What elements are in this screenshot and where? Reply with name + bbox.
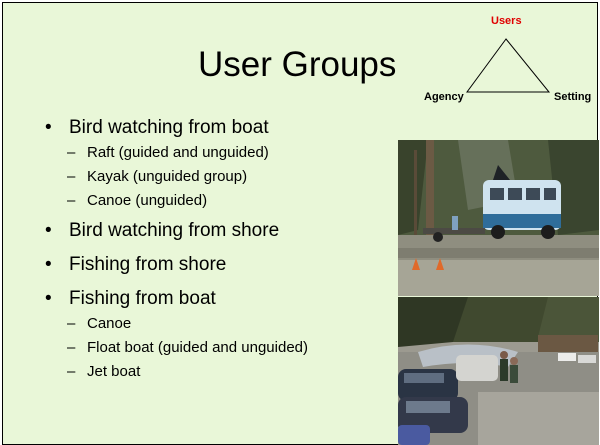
sub-bullet-glyph: – (67, 192, 76, 209)
bullet-text: Bird watching from boat (69, 117, 269, 138)
bus-icon (398, 140, 599, 296)
sub-bullet-item: – Kayak (unguided group) (67, 168, 248, 185)
sub-bullet-item: – Canoe (unguided) (67, 192, 208, 209)
triangle-label-setting: Setting (554, 91, 592, 103)
triangle-diagram (466, 38, 551, 93)
sub-bullet-glyph: – (67, 168, 76, 185)
bullet-item: • Bird watching from boat (45, 117, 269, 139)
bullet-glyph: • (45, 220, 52, 241)
sub-bullet-glyph: – (67, 363, 76, 380)
sub-bullet-text: Canoe (87, 315, 132, 332)
bullet-glyph: • (45, 288, 52, 309)
sub-bullet-glyph: – (67, 315, 76, 332)
bullet-item: • Fishing from boat (45, 288, 216, 310)
sub-bullet-item: – Raft (guided and unguided) (67, 144, 269, 161)
sub-bullet-glyph: – (67, 339, 76, 356)
sub-bullet-item: – Float boat (guided and unguided) (67, 339, 309, 356)
sub-bullet-item: – Canoe (67, 315, 132, 332)
bullet-text: Bird watching from shore (69, 220, 280, 241)
slide-title: User Groups (198, 45, 397, 84)
bullet-item: • Bird watching from shore (45, 220, 280, 242)
bus-photo (398, 140, 599, 296)
bullet-item: • Fishing from shore (45, 254, 227, 276)
sub-bullet-text: Raft (guided and unguided) (87, 144, 269, 161)
sub-bullet-text: Float boat (guided and unguided) (87, 339, 309, 356)
parking-lot-photo (398, 297, 599, 445)
sub-bullet-item: – Jet boat (67, 363, 141, 380)
bullet-glyph: • (45, 254, 52, 275)
triangle-label-agency: Agency (424, 91, 464, 103)
triangle-shape (466, 38, 551, 93)
sub-bullet-text: Canoe (unguided) (87, 192, 208, 209)
bullet-glyph: • (45, 117, 52, 138)
sub-bullet-text: Kayak (unguided group) (87, 168, 248, 185)
bullet-text: Fishing from boat (69, 288, 216, 309)
triangle-label-users: Users (491, 15, 522, 27)
bullet-text: Fishing from shore (69, 254, 227, 275)
sub-bullet-glyph: – (67, 144, 76, 161)
sub-bullet-text: Jet boat (87, 363, 141, 380)
cars-icon (398, 297, 599, 445)
